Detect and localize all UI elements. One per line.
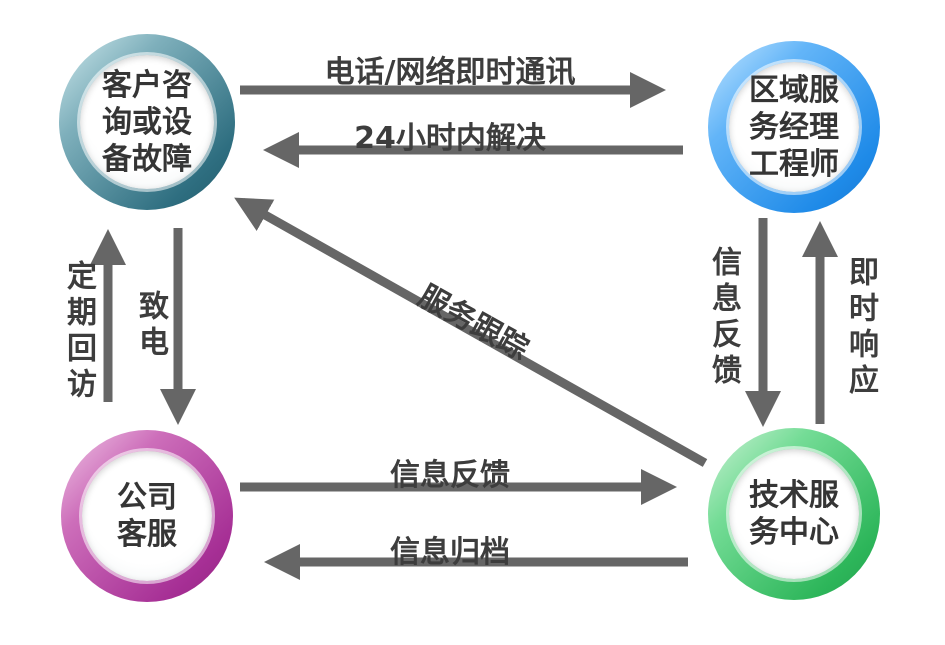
- edge-label-diagonal: 服务跟踪: [412, 278, 535, 368]
- edge-label-bottom-forward: 信息反馈: [390, 458, 510, 493]
- node-line: 技术服: [749, 478, 839, 513]
- edge-label-right-up: 即时响应: [843, 256, 878, 400]
- node-tech-center-label: 技术服 务中心: [729, 449, 859, 579]
- node-line: 询或设: [102, 104, 192, 140]
- node-tech-center: 技术服 务中心: [708, 428, 880, 600]
- node-customer-issue: 客户咨 询或设 备故障: [59, 34, 235, 210]
- node-regional-manager-label: 区域服 务经理 工程师: [729, 62, 859, 192]
- node-line: 区域服: [749, 72, 839, 108]
- node-company-service-label: 公司 客服: [82, 451, 212, 581]
- node-line: 务经理: [749, 109, 839, 145]
- node-line: 务中心: [749, 515, 839, 550]
- node-line: 工程师: [749, 146, 839, 182]
- node-customer-issue-label: 客户咨 询或设 备故障: [80, 55, 214, 189]
- edge-label-left-up: 定期回访: [61, 260, 96, 404]
- node-line: 客服: [117, 517, 177, 552]
- node-regional-manager: 区域服 务经理 工程师: [708, 41, 880, 213]
- node-company-service: 公司 客服: [61, 430, 233, 602]
- edge-label-bottom-back: 信息归档: [390, 535, 510, 570]
- edge-label-top-back: 24小时内解决: [354, 121, 546, 156]
- node-line: 公司: [117, 480, 177, 515]
- node-line: 备故障: [102, 141, 192, 177]
- edge-label-right-down: 信息反馈: [706, 246, 741, 390]
- edge-label-left-down: 致电: [133, 290, 168, 362]
- edge-label-top-forward: 电话/网络即时通讯: [324, 55, 576, 90]
- node-line: 客户咨: [102, 67, 192, 103]
